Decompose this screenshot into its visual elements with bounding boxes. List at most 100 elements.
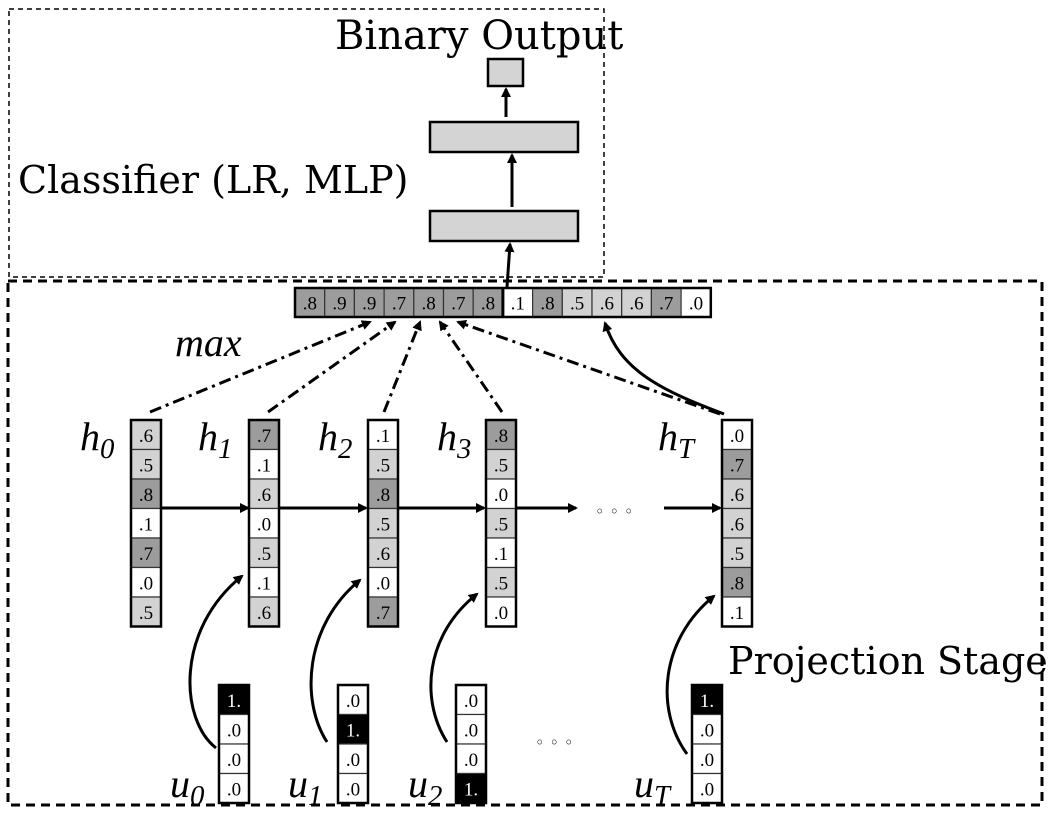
hidden-T-cell-3-bg — [721, 507, 753, 539]
hidden-0-border — [129, 418, 163, 628]
hidden-0-cell-2: .8 — [139, 485, 153, 506]
hidden-T-border — [720, 418, 754, 628]
input-1-cell-2: .0 — [346, 750, 360, 771]
input-0-cell-1-bg — [218, 713, 250, 745]
hidden-T-cell-0: .0 — [730, 426, 744, 447]
hidden-label-2-subscript: 2 — [338, 433, 352, 465]
hidden-2-cell-5: .0 — [376, 573, 390, 594]
hidden-3-cell-5-bg — [485, 566, 517, 598]
classifier-frame — [8, 8, 605, 278]
classifier-label: Classifier (LR, MLP) — [18, 158, 408, 202]
pooled-cell-13-bg — [680, 287, 712, 318]
hidden-label-T-base: h — [658, 414, 678, 459]
hidden-3-cell-6: .0 — [494, 603, 508, 624]
hidden-3-cell-2: .0 — [494, 485, 508, 506]
input-1: .01..0.0u1 — [288, 683, 370, 812]
input-label-2-subscript: 2 — [428, 780, 442, 812]
input-T-border — [690, 683, 724, 805]
pooled-cell-5: .7 — [451, 294, 465, 315]
hidden-T-cell-4: .5 — [730, 544, 744, 565]
hidden-3-cell-4-bg — [485, 537, 517, 569]
hidden-state-0: .6.5.8.1.7.0.5h0 — [80, 414, 163, 628]
input-T-cell-1-bg — [691, 713, 723, 745]
input-T-cell-3: .0 — [700, 779, 714, 800]
pooled-cell-10: .6 — [600, 294, 614, 315]
hidden-0-cell-1: .5 — [139, 455, 153, 476]
hidden-2-cell-3: .5 — [376, 514, 390, 535]
hidden-0-cell-0: .6 — [139, 426, 153, 447]
input-arrows — [188, 574, 716, 755]
hidden-label-0: h0 — [80, 414, 115, 465]
max-pool-arrows — [149, 319, 721, 416]
arrow-to-layer-1 — [504, 242, 515, 288]
input-label-0: u0 — [170, 761, 205, 812]
pooled-cell-8: .8 — [540, 294, 554, 315]
hidden-label-1-subscript: 1 — [218, 433, 232, 465]
hidden-T-cell-6: .1 — [730, 603, 744, 624]
hidden-T-cell-3: .6 — [730, 514, 744, 535]
input-vectors: 1..0.0.0u0.01..0.0u1.0.0.01.u21..0.0.0uT — [170, 683, 724, 812]
hidden-T-cell-2: .6 — [730, 485, 744, 506]
pooled-cell-4: .8 — [422, 294, 436, 315]
input-label-0-subscript: 0 — [190, 780, 205, 812]
hidden-1-border — [247, 418, 281, 628]
hidden-3-border — [484, 418, 518, 628]
hidden-label-0-subscript: 0 — [100, 433, 115, 465]
hidden-2-border — [366, 418, 400, 628]
hidden-T-cell-2-bg — [721, 478, 753, 510]
input-label-1-subscript: 1 — [308, 780, 322, 812]
pooled-cell-9: .5 — [570, 294, 584, 315]
output-node — [486, 57, 525, 88]
input-0-cell-3-bg — [218, 772, 250, 804]
hidden-label-T: hT — [658, 414, 696, 465]
input-0-cell-3: .0 — [227, 779, 241, 800]
hidden-T-cell-6-bg — [721, 596, 753, 628]
mlp-layer-2 — [428, 120, 580, 154]
pooled-cell-13: .0 — [689, 294, 703, 315]
hidden-1-cell-0: .7 — [257, 426, 271, 447]
input-2-cell-3: 1. — [464, 779, 478, 800]
hidden-0-cell-4: .7 — [139, 544, 153, 565]
input-2-cell-2: .0 — [464, 750, 478, 771]
hidden-1-cell-3-bg — [248, 507, 280, 539]
input-label-T: uT — [634, 761, 672, 812]
projection-stage-label: Projection Stage — [728, 639, 1048, 683]
input-ellipsis: ◦ ◦ ◦ — [535, 733, 573, 752]
hidden-2-cell-6: .7 — [376, 603, 390, 624]
hidden-1-cell-2: .6 — [257, 485, 271, 506]
input-T-cell-2: .0 — [700, 750, 714, 771]
input-0-cell-2: .0 — [227, 750, 241, 771]
hidden-state-3: .8.5.0.5.1.5.0h3 — [437, 414, 518, 628]
pooled-cell-0-bg — [294, 287, 326, 318]
input-label-T-subscript: T — [654, 780, 672, 812]
pooled-cell-3: .7 — [392, 294, 406, 315]
input-T-cell-1: .0 — [700, 720, 714, 741]
pooled-cell-1: .9 — [332, 294, 346, 315]
hidden-T-cell-1: .7 — [730, 455, 744, 476]
hidden-label-3: h3 — [437, 414, 471, 465]
pooled-cell-0: .8 — [303, 294, 317, 315]
hidden-3-cell-4: .1 — [494, 544, 508, 565]
input-T-cell-0: 1. — [700, 691, 714, 712]
hidden-2-cell-2: .8 — [376, 485, 390, 506]
state-ellipsis: ◦ ◦ ◦ — [595, 502, 633, 521]
input-label-T-base: u — [634, 761, 654, 806]
hidden-2-cell-1: .5 — [376, 455, 390, 476]
last-state-arrow — [602, 321, 725, 416]
hidden-1-cell-2-bg — [248, 478, 280, 510]
input-label-1: u1 — [288, 761, 322, 812]
hidden-states: .6.5.8.1.7.0.5h0.7.1.6.0.5.1.6h1.1.5.8.5… — [80, 414, 754, 628]
hidden-3-cell-3: .5 — [494, 514, 508, 535]
pooled-cell-6: .8 — [481, 294, 495, 315]
hidden-3-cell-1: .5 — [494, 455, 508, 476]
pooled-cell-7: .1 — [511, 294, 525, 315]
hidden-label-0-base: h — [80, 414, 100, 459]
input-label-0-base: u — [170, 761, 190, 806]
hidden-label-2: h2 — [318, 414, 352, 465]
input-2-cell-1: .0 — [464, 720, 478, 741]
input-2-border — [454, 683, 488, 805]
pooled-cell-11-bg — [621, 287, 653, 318]
hidden-label-2-base: h — [318, 414, 338, 459]
input-0-cell-0: 1. — [227, 691, 241, 712]
